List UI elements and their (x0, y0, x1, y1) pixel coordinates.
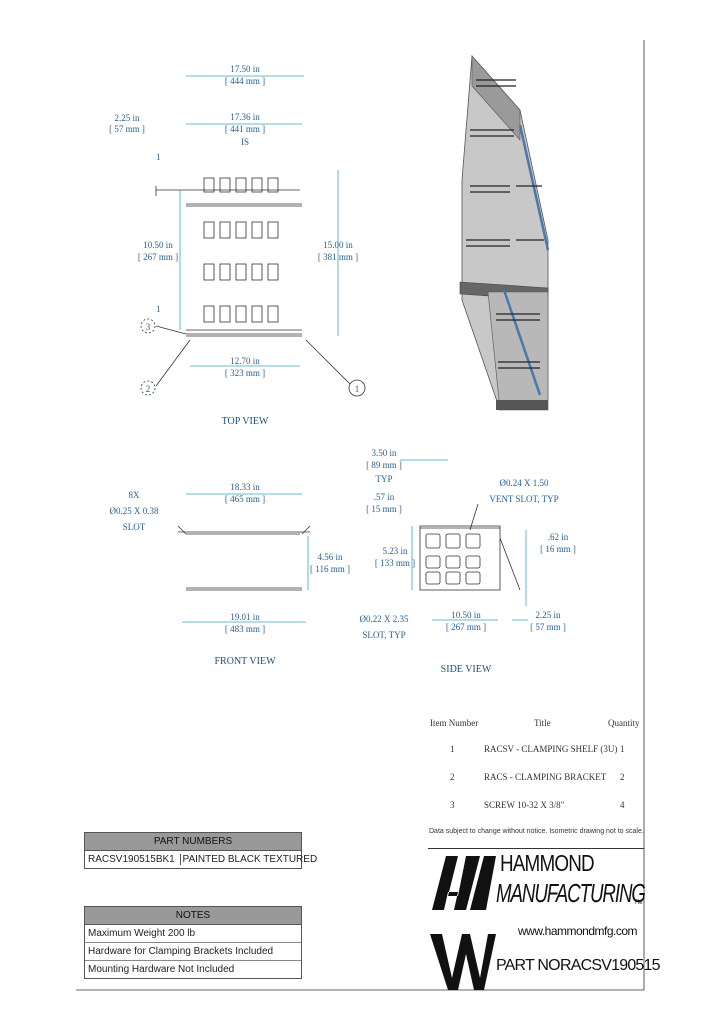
bom-row: 2 RACS - CLAMPING BRACKET 2 (450, 772, 625, 782)
side-dim-e-in: 10.50 in (451, 610, 481, 620)
top-dim-overall-mm: [ 444 mm ] (225, 76, 265, 86)
bom-header-item: Item Number (430, 718, 479, 728)
front-dim-top-mm: [ 465 mm ] (225, 494, 265, 504)
side-dim-f-mm: [ 57 mm ] (530, 622, 566, 632)
side-slot-size: Ø0.22 X 2.35 (360, 614, 409, 624)
front-dim-top-in: 18.33 in (230, 482, 260, 492)
svg-text:1: 1 (156, 304, 161, 314)
company-name-line2: MANUFACTURING (496, 878, 646, 908)
side-vent-size: Ø0.24 X 1.50 (500, 478, 549, 488)
side-dim-a-note: TYP (375, 474, 392, 484)
part-numbers-header: PART NUMBERS (85, 833, 301, 851)
side-slot-label: SLOT, TYP (362, 630, 405, 640)
notes-table: NOTES Maximum Weight 200 lb Hardware for… (84, 906, 302, 979)
top-dim-depth-mm: [ 267 mm ] (138, 252, 178, 262)
part-no-value: RACSV190515 (560, 957, 661, 974)
front-slot-size: Ø0.25 X 0.38 (110, 506, 159, 516)
svg-text:1: 1 (156, 152, 161, 162)
front-slot-label: SLOT (123, 522, 146, 532)
side-dim-d-mm: [ 16 mm ] (540, 544, 576, 554)
website-link[interactable]: www.hammondmfg.com (518, 924, 638, 938)
part-number-cell: RACSV190515BK1 (88, 854, 175, 865)
title-block-divider (428, 848, 644, 849)
side-dim-c-mm: [ 133 mm ] (375, 558, 415, 568)
note-line: Hardware for Clamping Brackets Included (85, 943, 301, 961)
top-dim-inner-note: IS (241, 137, 249, 147)
front-dim-height-mm: [ 116 mm ] (310, 564, 350, 574)
bom-header-title: Title (534, 718, 551, 728)
side-dim-c-in: 5.23 in (382, 546, 408, 556)
top-view: 17.50 in [ 444 mm ] 17.36 in [ 441 mm ] … (109, 64, 366, 427)
side-dim-b-in: .57 in (374, 492, 395, 502)
side-dim-a-mm: [ 89 mm ] (366, 460, 402, 470)
notes-header: NOTES (85, 907, 301, 925)
top-dim-inner-mm: [ 441 mm ] (225, 124, 265, 134)
callout-1: 1 (355, 384, 360, 394)
front-dim-height-in: 4.56 in (317, 552, 343, 562)
side-dim-d-in: .62 in (548, 532, 569, 542)
top-dim-total-mm: [ 381 mm ] (318, 252, 358, 262)
company-name-line1: HAMMOND (500, 850, 595, 876)
bom-row: 3 SCREW 10-32 X 3/8" 4 (450, 800, 625, 810)
part-numbers-row: RACSV190515BK1 PAINTED BLACK TEXTURED (85, 851, 318, 868)
top-dim-depth-in: 10.50 in (143, 240, 173, 250)
top-dim-bottom-in: 12.70 in (230, 356, 260, 366)
top-dim-inner-in: 17.36 in (230, 112, 260, 122)
disclaimer: Data subject to change without notice. I… (429, 828, 644, 835)
top-dim-bottom-mm: [ 323 mm ] (225, 368, 265, 378)
side-vent-label: VENT SLOT, TYP (489, 494, 558, 504)
bom-header: Item Number Title Quantity (424, 718, 640, 732)
side-dim-f-in: 2.25 in (535, 610, 561, 620)
front-view: 8X Ø0.25 X 0.38 SLOT 18.33 in [ 465 mm ]… (110, 482, 350, 667)
side-view-title: SIDE VIEW (441, 664, 492, 675)
trademark: TM (634, 900, 643, 906)
hammond-logo (430, 856, 496, 990)
finish-cell: PAINTED BLACK TEXTURED (179, 854, 318, 865)
side-view: 3.50 in [ 89 mm ] TYP .57 in [ 15 mm ] Ø… (360, 448, 576, 675)
top-view-title: TOP VIEW (222, 416, 269, 427)
top-dim-overall-in: 17.50 in (230, 64, 260, 74)
callout-2: 2 (146, 384, 151, 394)
callout-3: 3 (146, 322, 151, 332)
isometric-view (459, 55, 550, 411)
note-line: Mounting Hardware Not Included (88, 964, 235, 975)
bom-row: 1 RACSV - CLAMPING SHELF (3U) 1 (450, 744, 625, 754)
front-dim-bottom-in: 19.01 in (230, 612, 260, 622)
top-dim-edge-mm: [ 57 mm ] (109, 124, 145, 134)
part-no-label: PART NO. (496, 957, 564, 974)
side-dim-a-in: 3.50 in (371, 448, 397, 458)
front-dim-bottom-mm: [ 483 mm ] (225, 624, 265, 634)
side-dim-b-mm: [ 15 mm ] (366, 504, 402, 514)
side-dim-e-mm: [ 267 mm ] (446, 622, 486, 632)
top-dim-edge-in: 2.25 in (114, 113, 140, 123)
front-view-title: FRONT VIEW (214, 656, 276, 667)
front-slot-count: 8X (129, 490, 141, 500)
note-line: Maximum Weight 200 lb (85, 925, 301, 943)
part-numbers-table: PART NUMBERS RACSV190515BK1 PAINTED BLAC… (84, 832, 318, 869)
top-dim-total-in: 15.00 in (323, 240, 353, 250)
bom-header-qty: Quantity (608, 718, 640, 728)
